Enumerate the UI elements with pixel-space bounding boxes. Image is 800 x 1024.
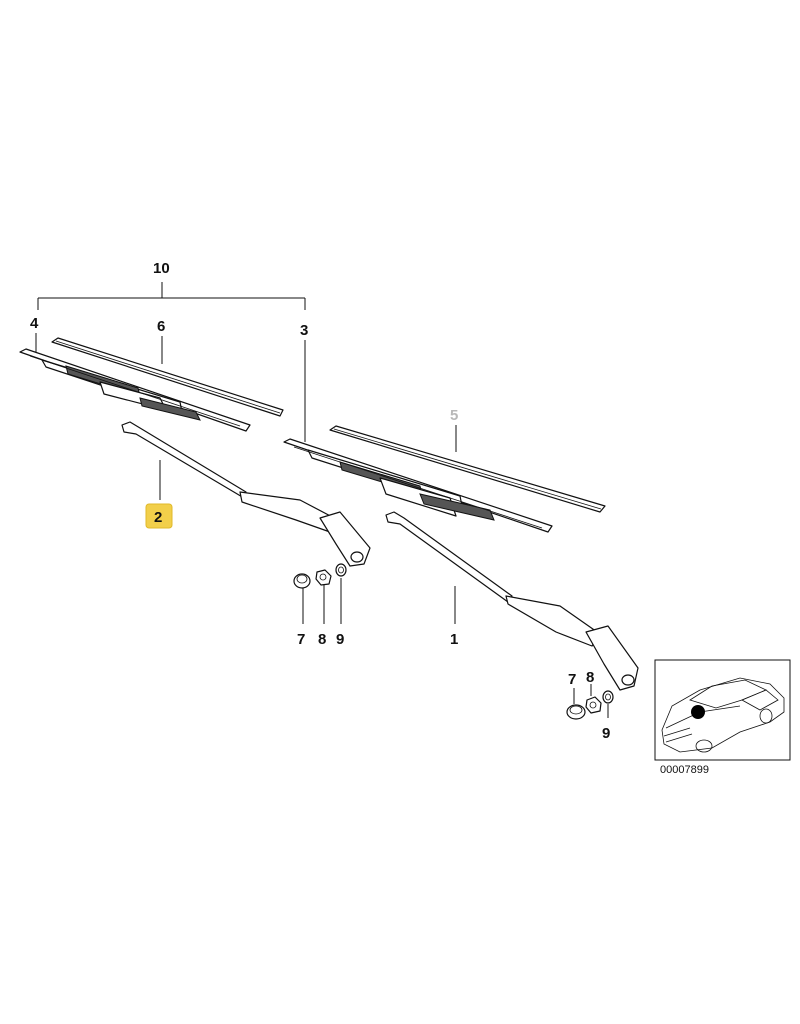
car-location-inset [654, 659, 791, 761]
wiper-arm-left [121, 421, 371, 567]
callout-7-right: 7 [568, 671, 576, 688]
callout-6: 6 [157, 318, 165, 335]
wiper-arm-right [385, 511, 639, 691]
callout-8-right: 8 [586, 669, 594, 686]
callout-5: 5 [450, 407, 458, 424]
car-outline-icon [661, 677, 785, 753]
callout-7-left: 7 [297, 631, 305, 648]
callout-4: 4 [30, 315, 39, 332]
refill-strip-right [329, 425, 606, 513]
callout-9-left: 9 [336, 631, 344, 648]
refill-strip-left [51, 337, 284, 417]
wiper-blade-left [19, 348, 251, 432]
bracket-10 [37, 282, 306, 310]
wiper-location-marker [691, 705, 705, 719]
callout-9-right: 9 [602, 725, 610, 742]
reference-number: 00007899 [660, 764, 709, 776]
wiper-blade-right [283, 438, 553, 533]
cap-nut-washer-right [566, 690, 614, 720]
callout-3: 3 [300, 322, 308, 339]
leader-lines [35, 333, 609, 718]
callout-8-left: 8 [318, 631, 326, 648]
cap-nut-washer-left [293, 563, 347, 589]
callout-2: 2 [154, 509, 162, 526]
callout-1: 1 [450, 631, 458, 648]
callout-2-highlight: 2 [145, 503, 173, 529]
callout-10: 10 [153, 260, 170, 277]
